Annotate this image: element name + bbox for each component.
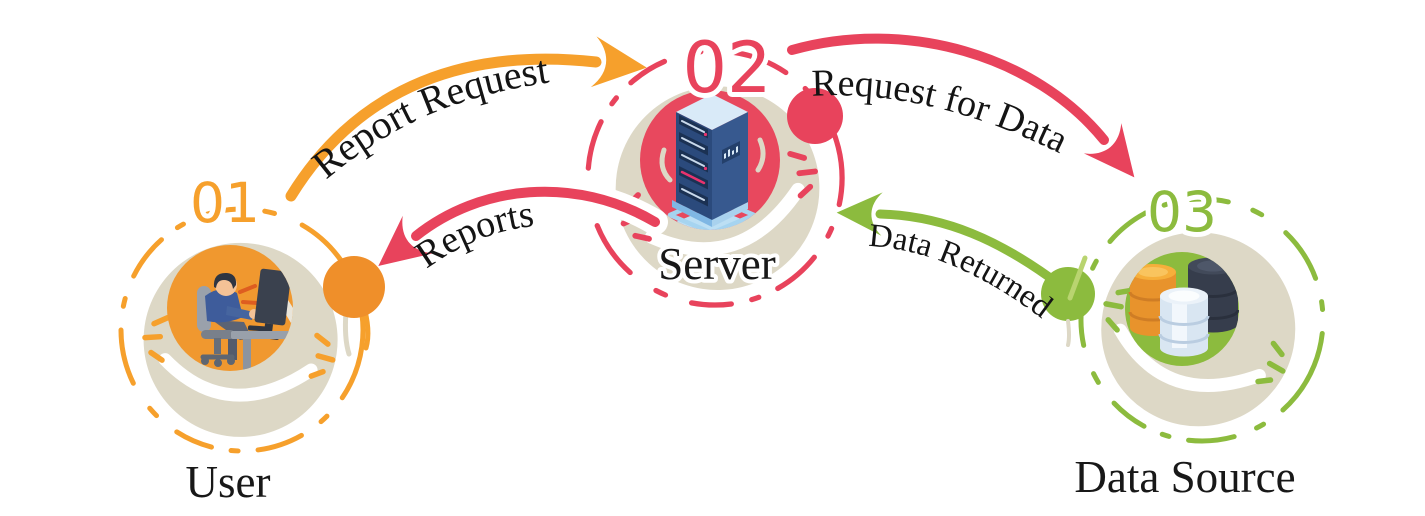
database-cylinders-icon xyxy=(1125,252,1239,366)
arrow-request-for-data xyxy=(787,33,1135,178)
connector-dot-server xyxy=(787,88,843,144)
user-at-desk-icon xyxy=(167,245,293,371)
node-number-data-source: 03 xyxy=(1147,180,1217,244)
node-label-data-source: Data Source xyxy=(1074,452,1295,502)
arrow-reports xyxy=(378,186,660,266)
server-rack-icon xyxy=(640,90,780,230)
connector-dot-data-source xyxy=(1041,267,1095,321)
connector-dot-user xyxy=(323,256,385,318)
node-number-server: 02 xyxy=(682,27,771,109)
node-number-user: 01 xyxy=(190,171,260,235)
node-label-server: Server xyxy=(658,239,775,289)
node-label-user: User xyxy=(186,457,271,507)
arrow-data-returned xyxy=(836,192,1065,290)
arrow-report-request xyxy=(285,36,647,202)
